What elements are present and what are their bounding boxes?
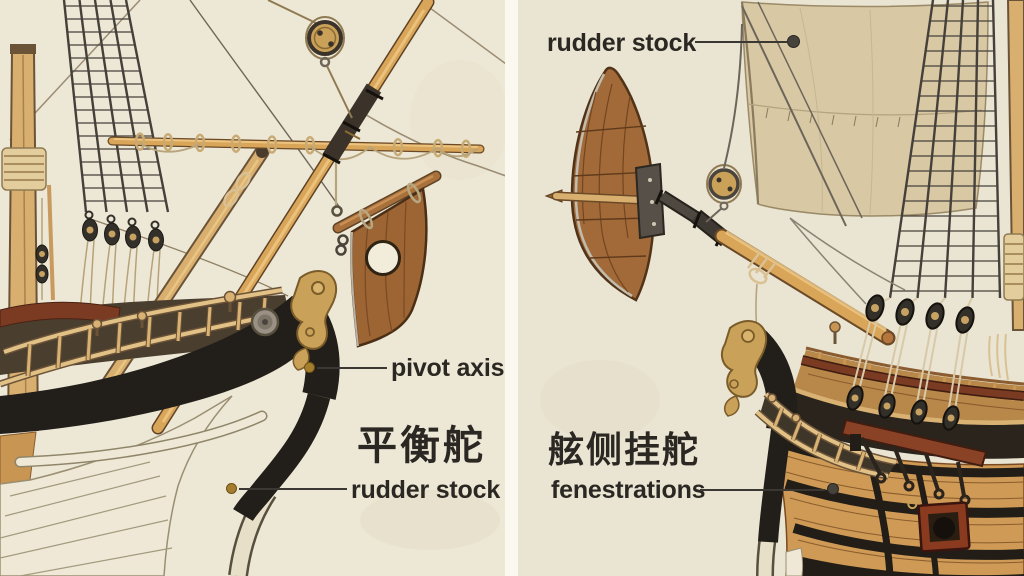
panel-divider (505, 0, 518, 576)
label-pivot-axis: pivot axis (391, 354, 505, 382)
right-mast (1003, 0, 1024, 331)
right-panel-illustration (518, 0, 1024, 576)
stern-ornament-right (720, 319, 768, 417)
rudder-blade-left (332, 170, 442, 348)
label-rudder-stock-top: rudder stock (547, 29, 697, 57)
ratline-net (62, 0, 170, 213)
rudder-stock-left-callout-line (239, 488, 347, 490)
crescent-rudder (544, 66, 666, 302)
pivot-axis-callout-dot (304, 362, 315, 373)
tiller-assembly (654, 23, 906, 346)
label-cjk-side-hung-rudder: 舷侧挂舵 (548, 429, 701, 470)
gunport (907, 499, 971, 553)
stern-hull-left (0, 269, 340, 576)
stern-hull-right (720, 294, 1024, 576)
tackles (846, 294, 975, 431)
label-rudder-stock-left: rudder stock (351, 476, 501, 504)
fenestrations-callout-line (700, 489, 825, 491)
label-cjk-balanced-rudder: 平衡舵 (357, 424, 486, 468)
medallion (250, 307, 280, 337)
fenestrations-callout-dot (827, 483, 839, 495)
rudder-stock-top-callout-dot (787, 35, 800, 48)
label-fenestrations: fenestrations (551, 476, 706, 504)
yard (107, 132, 485, 217)
mizzen-mast (84, 144, 270, 416)
left-panel-illustration (0, 0, 510, 576)
rudder-stock-top-callout-line (695, 41, 787, 43)
stern-ornament-left (290, 269, 338, 371)
rudder-stock-left-callout-dot (226, 483, 237, 494)
pivot-axis-callout-line (317, 367, 387, 369)
ratline-net-right (888, 0, 1002, 299)
rail-finials (91, 290, 237, 336)
